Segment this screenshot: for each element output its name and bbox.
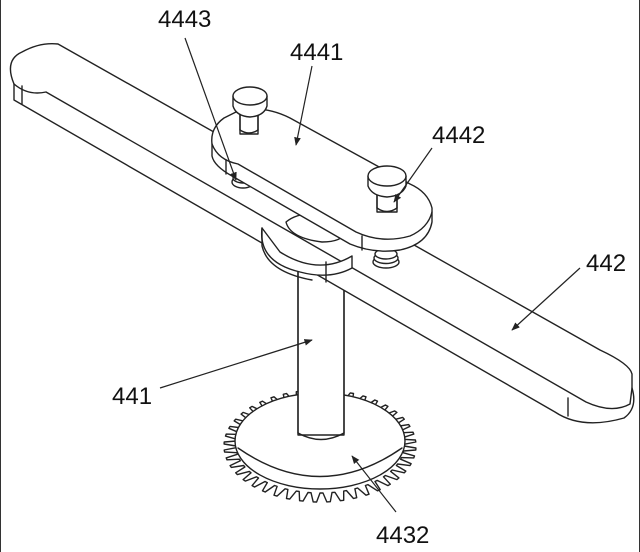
leader-441 [159, 339, 313, 389]
label-442: 442 [586, 250, 626, 277]
gear-rim [237, 447, 403, 478]
leader-4432 [351, 455, 397, 513]
leader-442 [511, 267, 581, 331]
plate-body [211, 108, 433, 252]
leader-4443 [184, 37, 237, 181]
bolt-right [367, 165, 407, 213]
leader-4441 [294, 65, 313, 146]
leader-4442 [393, 147, 433, 203]
gear-wheel [223, 389, 417, 503]
spring-right [372, 248, 400, 269]
short-plate [211, 108, 433, 252]
shaft [297, 269, 345, 441]
label-4443: 4443 [158, 6, 211, 33]
label-441: 441 [112, 383, 152, 410]
label-4442: 4442 [432, 122, 485, 149]
label-4432: 4432 [376, 522, 429, 549]
label-4441: 4441 [290, 39, 343, 66]
bolt-left [232, 86, 268, 135]
